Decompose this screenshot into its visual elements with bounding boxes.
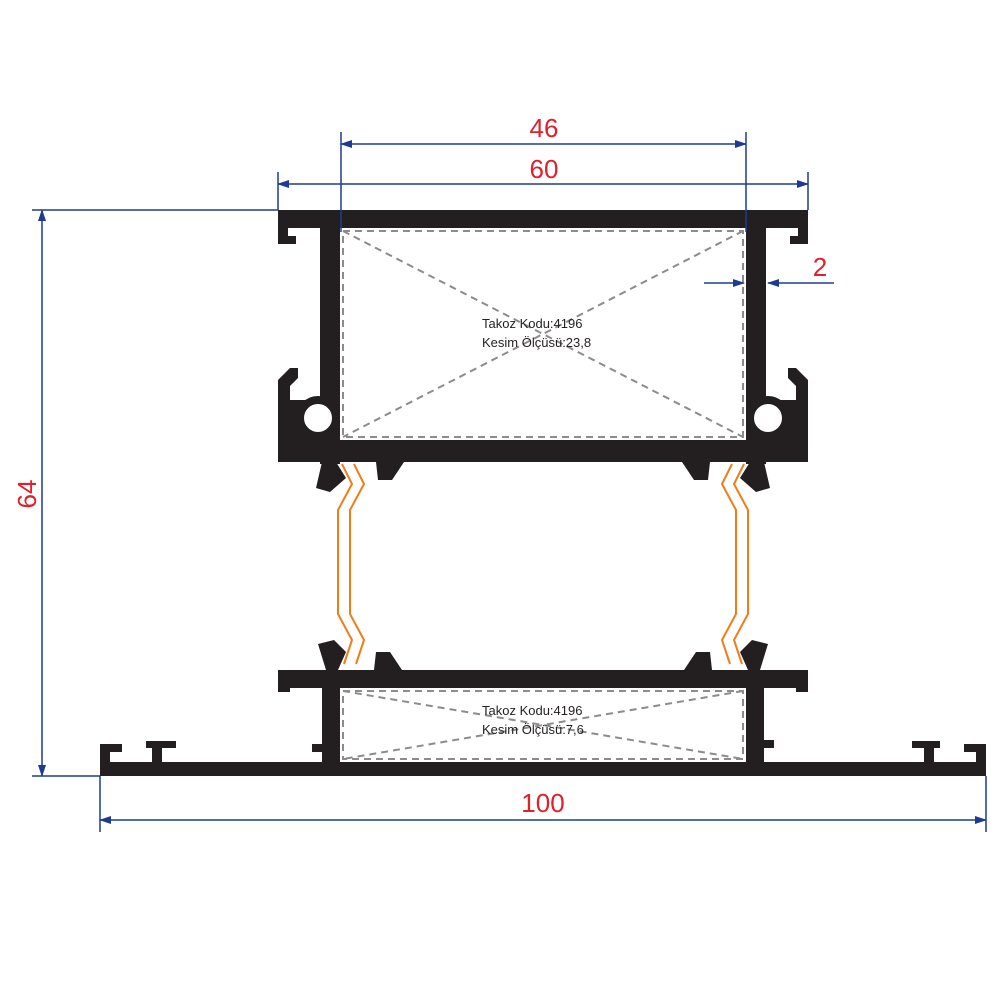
lower-left-nub — [312, 744, 324, 752]
dim-100-value: 100 — [521, 788, 564, 818]
chamber-notes: Takoz Kodu:4196 Kesim Ölçüsü:23,8 Takoz … — [482, 316, 591, 737]
hidden-corner-blocks — [342, 230, 744, 760]
thermal-strip-left — [337, 463, 366, 665]
lower-top-plate-right — [746, 670, 808, 692]
upper-code-label: Takoz Kodu:4196 — [482, 316, 582, 331]
top-left-hook — [278, 228, 296, 244]
base-left-lip — [100, 744, 122, 762]
lower-diagonal-a — [342, 690, 744, 760]
dim-64-value: 64 — [12, 480, 42, 509]
upper-left-foot — [278, 440, 292, 458]
dim-2-value: 2 — [813, 252, 827, 282]
lower-left-wall — [322, 688, 340, 764]
grip-top-left — [316, 462, 346, 492]
grip-top-left-inner — [376, 462, 404, 480]
upper-diagonal-b — [342, 230, 744, 438]
lower-right-wall — [746, 688, 764, 764]
lower-corner-block — [342, 690, 744, 760]
grip-top-right — [740, 462, 770, 492]
lower-top-plate — [340, 670, 746, 688]
base-right-lip — [964, 744, 986, 762]
dimension-values: 46 60 2 64 100 — [12, 113, 827, 818]
lower-code-label: Takoz Kodu:4196 — [482, 703, 582, 718]
upper-corner-block — [342, 230, 744, 438]
upper-right-screw-port — [746, 396, 790, 440]
top-right-hook — [790, 228, 808, 244]
lower-top-plate-left — [278, 670, 340, 692]
grip-top-right-inner — [682, 462, 710, 480]
dim-60-value: 60 — [530, 154, 559, 184]
upper-cut-label: Kesim Ölçüsü:23,8 — [482, 335, 591, 350]
grip-bottom-right — [740, 640, 768, 670]
aluminium-profile — [100, 210, 986, 776]
base-plate — [100, 762, 986, 776]
lower-cut-label: Kesim Ölçüsü:7,6 — [482, 722, 584, 737]
top-plate — [278, 210, 808, 228]
base-left-hook — [146, 741, 176, 762]
upper-bottom-plate — [278, 440, 808, 462]
upper-diagonal-a — [342, 230, 744, 438]
upper-left-screw-port — [296, 396, 340, 440]
thermal-strip-right — [720, 463, 749, 665]
upper-right-foot — [794, 440, 808, 458]
lower-right-nub — [762, 740, 774, 748]
base-right-hook — [912, 741, 940, 762]
grip-bottom-right-inner — [684, 652, 712, 670]
grip-bottom-left-inner — [374, 652, 402, 670]
dim-46-value: 46 — [530, 113, 559, 143]
lower-diagonal-b — [342, 690, 744, 760]
dimension-lines — [32, 132, 987, 832]
thermal-break-strips — [337, 463, 749, 665]
grip-bottom-left — [318, 640, 346, 670]
